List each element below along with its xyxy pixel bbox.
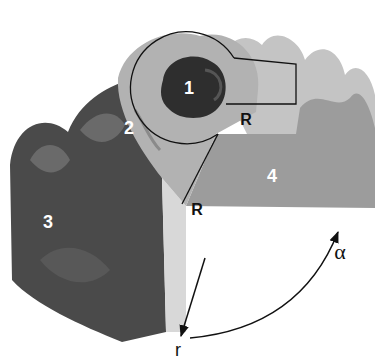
axis-label: α bbox=[334, 241, 346, 263]
core-swirl bbox=[205, 70, 221, 100]
callout-number: 4 bbox=[267, 167, 277, 185]
axis-label: r bbox=[175, 341, 181, 359]
ridge-highlight bbox=[40, 248, 110, 283]
callout-number: 3 bbox=[43, 213, 53, 231]
callout-number: 2 bbox=[124, 119, 134, 137]
radius-outline bbox=[226, 58, 296, 104]
radius-label: R bbox=[191, 202, 203, 218]
radius-label: R bbox=[240, 112, 252, 128]
radius-outline bbox=[131, 32, 234, 144]
ring-region bbox=[118, 33, 258, 206]
ridge-highlight bbox=[30, 145, 70, 172]
callout-number: 1 bbox=[184, 79, 194, 97]
radius-outline bbox=[182, 134, 218, 204]
angle-arrow bbox=[190, 232, 338, 338]
radial-arrow bbox=[181, 258, 205, 336]
ridge-highlight bbox=[80, 114, 125, 142]
core-region bbox=[161, 56, 226, 118]
